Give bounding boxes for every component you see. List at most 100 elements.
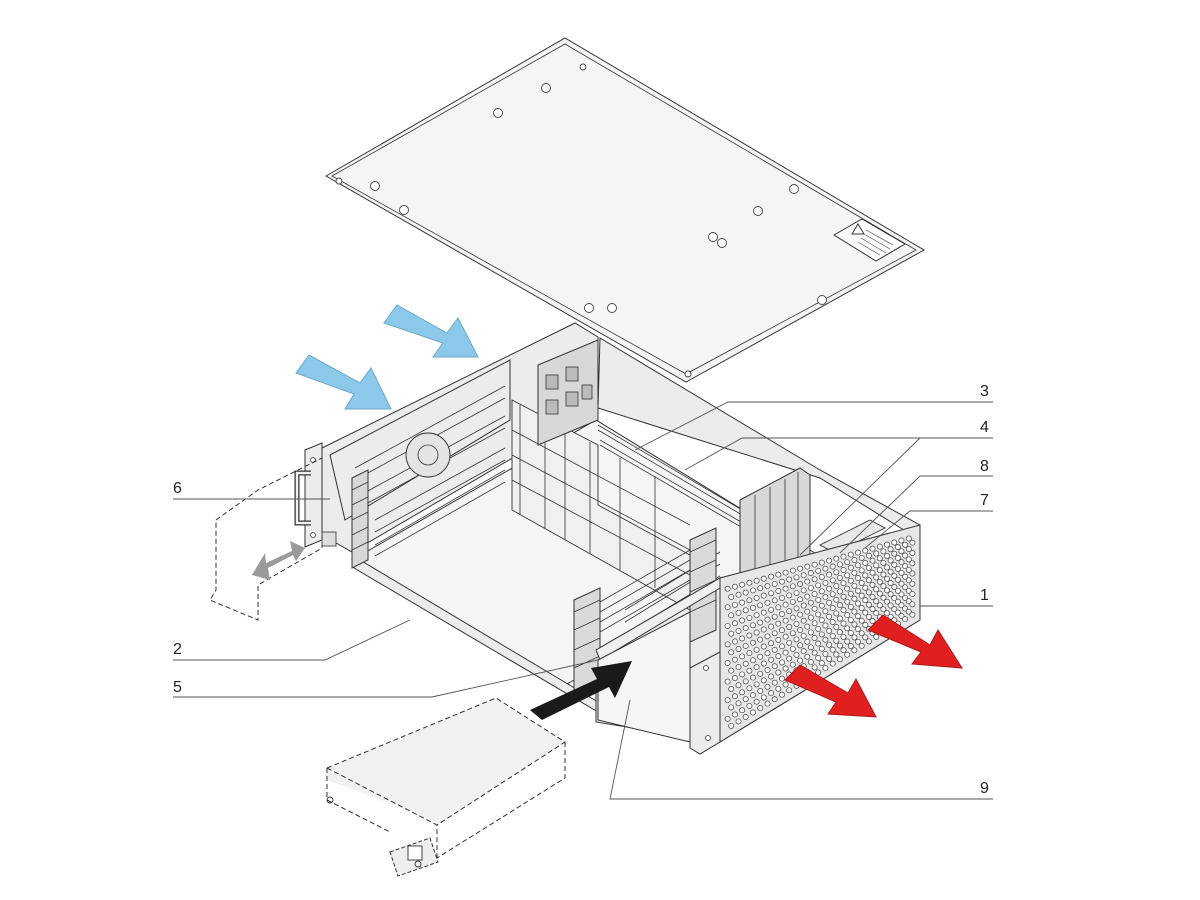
vent-hole [742, 607, 749, 614]
vent-hole [844, 598, 851, 605]
vent-hole [880, 594, 887, 601]
vent-hole [789, 630, 796, 637]
vent-hole [826, 613, 833, 620]
vent-hole [840, 567, 847, 573]
vent-hole [847, 603, 854, 610]
vent-hole [757, 585, 764, 592]
vent-hole [873, 562, 880, 569]
vent-hole [728, 686, 735, 692]
vent-hole [742, 660, 749, 667]
vent-hole [862, 584, 869, 591]
vent-hole [815, 625, 822, 632]
vent-hole [731, 638, 738, 645]
vent-hole [880, 606, 887, 613]
vent-hole [760, 660, 767, 667]
vent-hole [789, 567, 796, 574]
vent-hole [782, 617, 789, 624]
callout-labels: 3 4 8 7 6 1 2 5 9 [173, 383, 989, 797]
vent-hole [815, 655, 822, 661]
vent-hole [876, 543, 883, 550]
vent-hole [884, 553, 890, 559]
vent-hole [786, 576, 793, 583]
vent-hole [811, 649, 818, 656]
vent-hole [909, 580, 916, 587]
vent-hole [829, 605, 836, 612]
vent-hole [724, 585, 731, 592]
vent-hole [822, 579, 829, 586]
vent-hole [844, 612, 851, 619]
vent-hole [851, 608, 858, 615]
vent-hole [909, 591, 916, 598]
vent-hole [822, 636, 829, 643]
vent-hole [884, 541, 890, 548]
vent-hole [724, 697, 731, 704]
chassis [294, 322, 921, 755]
vent-hole [840, 607, 847, 614]
vent-hole [851, 595, 858, 602]
vent-hole [775, 588, 782, 594]
vent-hole [739, 707, 746, 714]
vent-hole [847, 577, 854, 584]
vent-hole [775, 620, 782, 627]
intake-arrow-upper [383, 304, 479, 358]
vent-hole [887, 591, 894, 598]
vent-hole [855, 587, 861, 594]
vent-hole [833, 637, 840, 644]
vent-hole [869, 569, 876, 576]
left-mounting-ear [294, 442, 337, 548]
intake-arrow-lower [295, 354, 392, 410]
vent-hole [750, 692, 756, 699]
vent-hole [768, 673, 775, 680]
vent-hole [793, 651, 800, 658]
vent-hole [905, 535, 912, 542]
vent-hole [865, 601, 872, 608]
vent-hole [902, 573, 909, 580]
vent-hole [760, 592, 767, 599]
vent-hole [858, 630, 865, 637]
vent-hole [800, 572, 807, 579]
vent-hole [818, 588, 825, 595]
plug-in-module [326, 697, 566, 877]
vent-hole [902, 541, 909, 548]
vent-hole [750, 674, 756, 681]
vent-hole [728, 630, 735, 637]
vent-hole [757, 705, 764, 712]
vent-hole [750, 639, 756, 646]
vent-hole [779, 691, 785, 698]
vent-hole [818, 574, 825, 580]
module-latch [326, 796, 439, 877]
vent-hole [818, 617, 825, 623]
vent-hole [764, 650, 771, 657]
vent-hole [735, 609, 742, 616]
vent-hole [815, 567, 822, 574]
vent-hole [731, 601, 738, 608]
vent-hole [898, 591, 905, 598]
vent-hole [760, 643, 767, 650]
vent-hole [811, 576, 818, 583]
vent-hole [826, 585, 833, 592]
vent-hole [786, 592, 793, 599]
vent-hole [880, 583, 887, 590]
vent-hole [757, 688, 764, 694]
vent-hole [884, 575, 890, 582]
vent-hole [797, 581, 804, 587]
vent-hole [818, 660, 825, 667]
vent-hole [804, 638, 811, 645]
vent-hole [905, 587, 912, 594]
vent-hole [807, 629, 814, 636]
vent-hole [742, 625, 749, 632]
vent-hole [855, 562, 861, 569]
vent-hole [887, 557, 894, 564]
vent-hole [840, 620, 847, 627]
vent-hole [811, 605, 818, 612]
vent-hole [746, 632, 753, 639]
vent-hole [768, 640, 775, 647]
vent-hole [847, 629, 854, 636]
vent-hole [818, 559, 825, 566]
vent-hole [750, 622, 756, 629]
vent-hole [902, 594, 909, 601]
vent-hole [898, 569, 905, 576]
vent-hole [829, 591, 836, 598]
vent-hole [880, 559, 887, 566]
